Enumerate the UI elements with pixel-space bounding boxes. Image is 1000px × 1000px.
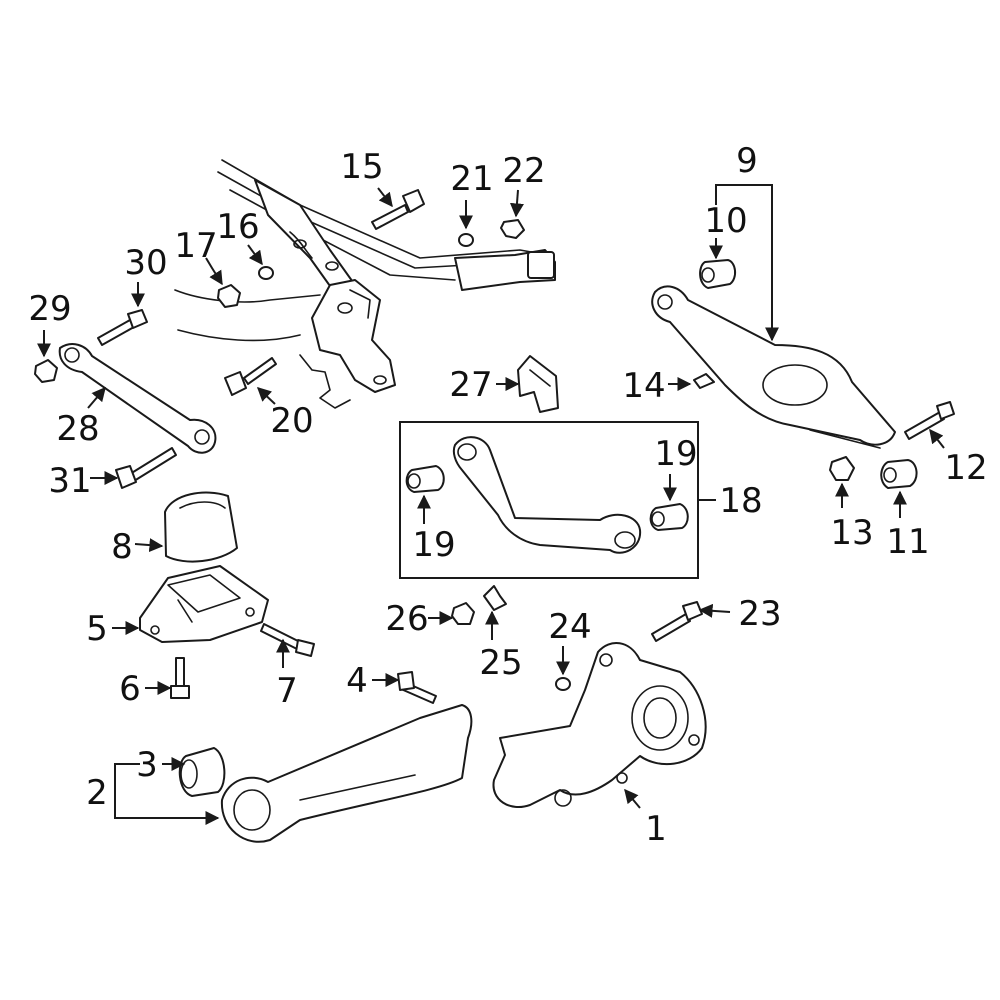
callout-labels: 15 21 22 16 17 30 29 28 20 31 8 5 6 7 4 … (28, 141, 987, 849)
callout-23: 23 (738, 594, 781, 634)
bushing-19-left (405, 465, 445, 493)
clip-25 (483, 585, 507, 611)
leader-lines (37, 184, 945, 825)
callout-4: 4 (346, 661, 368, 701)
callout-25: 25 (479, 643, 522, 683)
callout-21: 21 (450, 159, 493, 199)
bump-stop-8 (164, 491, 238, 563)
callout-19-right: 19 (654, 434, 697, 474)
callout-18: 18 (719, 481, 762, 521)
callout-10: 10 (704, 201, 747, 241)
callout-16: 16 (216, 207, 259, 247)
callout-3: 3 (136, 745, 158, 785)
bolt-23 (651, 601, 703, 642)
rear-subframe (174, 159, 556, 409)
nut-22 (500, 219, 525, 239)
callout-26: 26 (385, 599, 428, 639)
bolt-14 (693, 373, 715, 389)
callout-2: 2 (86, 773, 108, 813)
bolt-6 (170, 657, 190, 699)
spring-seat-5 (139, 565, 269, 643)
callout-29: 29 (28, 289, 71, 329)
bushing-19-right (649, 503, 689, 531)
callout-7: 7 (276, 671, 298, 711)
callout-12: 12 (944, 448, 987, 488)
callout-14: 14 (622, 366, 665, 406)
upper-arm-18 (452, 436, 642, 554)
callout-15: 15 (340, 147, 383, 187)
callout-6: 6 (119, 669, 141, 709)
bolt-12 (904, 401, 955, 440)
callout-19-left: 19 (412, 525, 455, 565)
nut-13 (829, 456, 855, 481)
callout-22: 22 (502, 151, 545, 191)
washer-21 (458, 233, 474, 247)
lower-control-arm-9 (651, 285, 896, 449)
callout-17: 17 (174, 226, 217, 266)
bushing-11 (880, 459, 918, 489)
washer-16 (258, 266, 274, 280)
bracket-27 (517, 355, 559, 413)
lateral-link-28 (58, 343, 217, 454)
bolt-15 (371, 189, 425, 230)
callout-1: 1 (645, 809, 667, 849)
callout-31: 31 (48, 461, 91, 501)
bolt-30 (97, 309, 148, 346)
callout-30: 30 (124, 243, 167, 283)
callout-27: 27 (449, 365, 492, 405)
callout-5: 5 (86, 609, 108, 649)
bushing-3 (178, 747, 226, 797)
callout-24: 24 (548, 607, 591, 647)
knuckle-1 (492, 642, 707, 808)
bolt-4 (397, 671, 437, 704)
bolt-20 (224, 357, 277, 396)
callout-28: 28 (56, 409, 99, 449)
callout-8: 8 (111, 527, 133, 567)
nut-26 (451, 602, 475, 625)
callout-11: 11 (886, 522, 929, 562)
washer-24 (555, 677, 571, 691)
callout-13: 13 (830, 513, 873, 553)
bolt-31 (115, 447, 177, 489)
nut-29 (34, 359, 58, 383)
trailing-arm-2 (220, 704, 473, 843)
callout-9: 9 (736, 141, 758, 181)
bushing-10 (699, 259, 736, 289)
bolt-7 (260, 623, 315, 657)
callout-20: 20 (270, 401, 313, 441)
nut-17 (217, 284, 241, 308)
